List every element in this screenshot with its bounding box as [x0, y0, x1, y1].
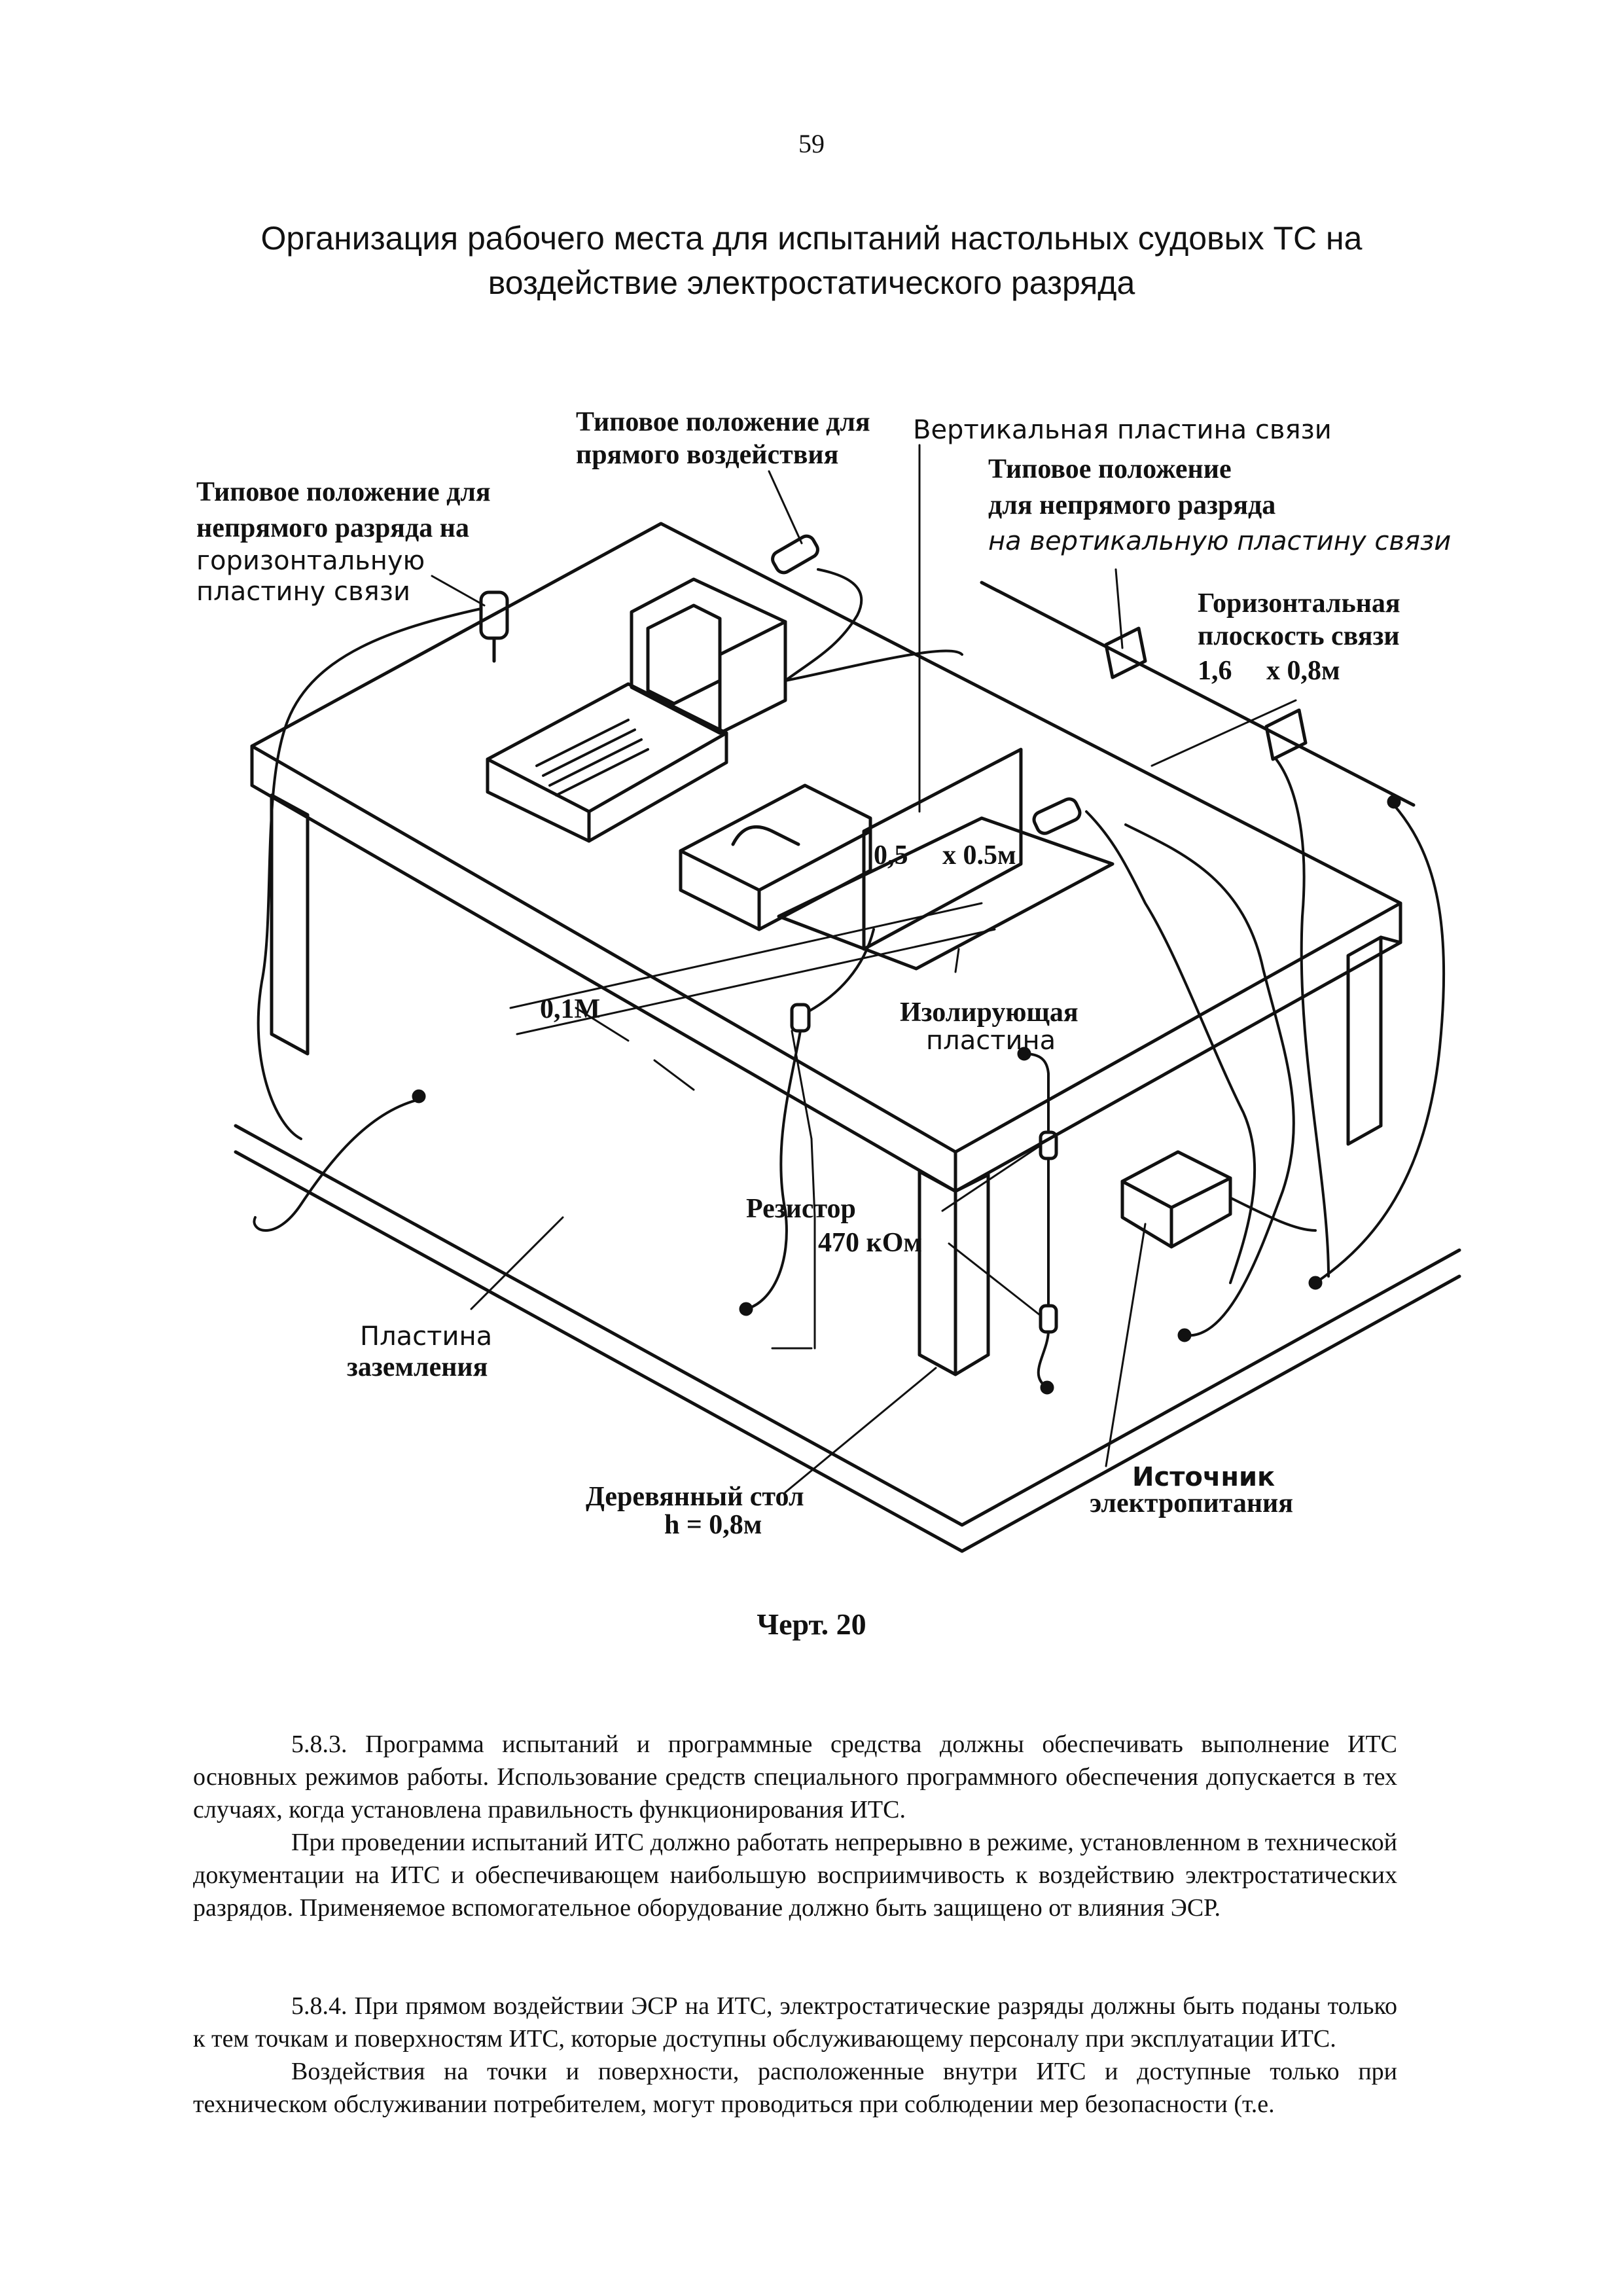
page-number: 59	[798, 129, 825, 158]
table-leg-left-front	[270, 793, 310, 1056]
test-setup-diagram: Типовое положение для прямого воздействи…	[196, 407, 1461, 1553]
label-resistor-1: Резистор	[746, 1194, 856, 1224]
label-horiz-typ-3: горизонтальную	[196, 546, 425, 576]
label-power-2: электропитания	[1090, 1488, 1293, 1518]
vertical-coupling-plate	[862, 747, 1023, 951]
page-title: Организация рабочего места для испытаний…	[196, 216, 1427, 305]
table-top-thickness	[250, 744, 1402, 1193]
horizontal-coupling-plane-edge	[980, 581, 1416, 807]
socket-2	[1264, 708, 1308, 761]
label-table-1: Деревянный стол	[586, 1482, 804, 1512]
paragraph-5-8-3: 5.8.3. Программа испытаний и программные…	[193, 1731, 1397, 1823]
paragraph-2: При проведении испытаний ИТС должно рабо…	[193, 1829, 1397, 1922]
section-5-8-4: 5.8.4. При прямом воздействии ЭСР на ИТС…	[193, 1990, 1397, 2121]
label-insulating-2: пластина	[926, 1026, 1056, 1056]
monitor	[630, 577, 787, 735]
title-line-1: Организация рабочего места для испытаний…	[260, 220, 1363, 257]
socket-1	[1104, 626, 1147, 679]
label-vert-typ-1: Типовое положение	[988, 454, 1232, 484]
title-line-2: воздействие электростатического разряда	[488, 264, 1135, 301]
esd-gun-direct	[771, 534, 819, 575]
label-power-1: Источник	[1132, 1462, 1275, 1492]
ground-plane-front-edge	[234, 1124, 1461, 1527]
resistor-1	[790, 1003, 811, 1033]
label-horiz-typ-1: Типовое положение для	[196, 477, 491, 507]
section-5-8-3: 5.8.3. Программа испытаний и программные…	[193, 1728, 1397, 1924]
label-horiz-typ-2: непрямого разряда на	[196, 513, 469, 543]
label-horiz-plane-size: 1,6 х 0,8м	[1198, 656, 1340, 686]
resistor-3	[1039, 1304, 1058, 1334]
table-leg-front	[918, 1170, 957, 1376]
label-vertical-plate-size: 0,5 х 0.5м	[874, 840, 1016, 870]
label-gap: 0,1М	[540, 994, 600, 1024]
figure-caption: Черт. 20	[757, 1607, 866, 1641]
label-ground-2: заземления	[347, 1352, 488, 1382]
label-vert-typ-3: на вертикальную пластину связи	[988, 526, 1451, 556]
label-direct-typ-1: Типовое положение для	[576, 407, 870, 437]
label-horiz-typ-4: пластину связи	[196, 577, 410, 607]
label-table-2: h = 0,8м	[664, 1510, 762, 1540]
insulating-plate	[777, 816, 1115, 971]
paragraph-4: Воздействия на точки и поверхности, расп…	[193, 2058, 1397, 2118]
table-leg-right	[1346, 935, 1383, 1146]
system-unit	[486, 682, 728, 843]
esd-gun-vertical	[1032, 797, 1082, 835]
label-vertical-plate: Вертикальная пластина связи	[913, 415, 1332, 445]
label-horiz-plane-2: плоскость связи	[1198, 621, 1400, 651]
label-ground-1: Пластина	[360, 1321, 492, 1352]
label-direct-typ-2: прямого воздействия	[576, 440, 838, 470]
label-vert-typ-2: для непрямого разряда	[988, 490, 1275, 520]
printer	[679, 783, 872, 931]
power-source-box	[1120, 1150, 1232, 1249]
paragraph-5-8-4: 5.8.4. При прямом воздействии ЭСР на ИТС…	[193, 1992, 1397, 2053]
label-resistor-2: 470 кОм	[818, 1228, 922, 1258]
label-horiz-plane-1: Горизонтальная	[1198, 588, 1400, 619]
ground-plane-front-edge-2	[234, 1150, 1461, 1553]
label-insulating-1: Изолирующая	[900, 997, 1079, 1028]
